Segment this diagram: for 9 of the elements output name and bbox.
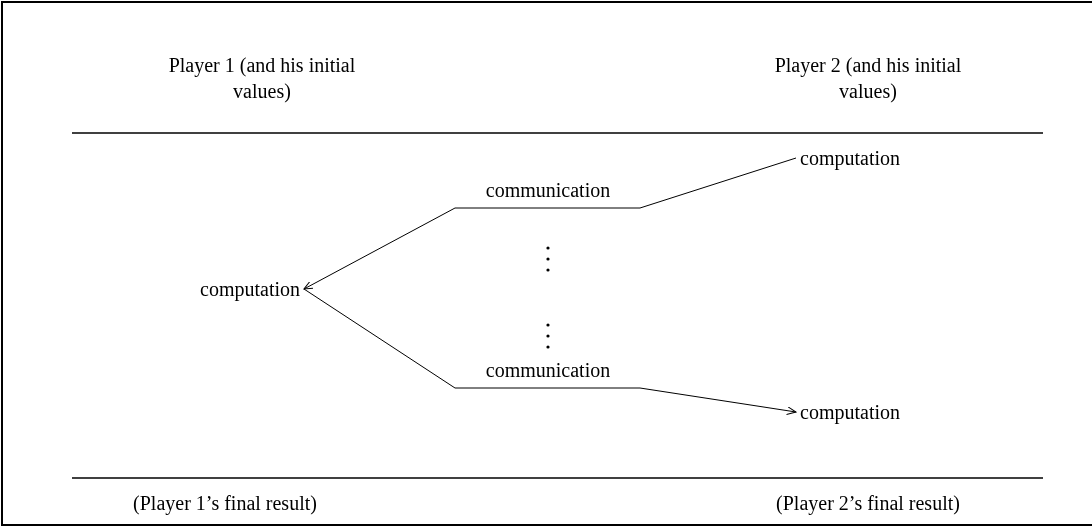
result-label: (Player 1’s final result): [95, 490, 355, 516]
step-label: computation: [800, 399, 900, 425]
player-heading: Player 1 (and his initial values): [162, 52, 362, 104]
step-label: computation: [200, 276, 300, 302]
player-heading: Player 2 (and his initial values): [768, 52, 968, 104]
step-label: computation: [800, 145, 900, 171]
result-label: (Player 2’s final result): [738, 490, 998, 516]
arrow: [303, 288, 797, 416]
arrow: [303, 157, 797, 290]
